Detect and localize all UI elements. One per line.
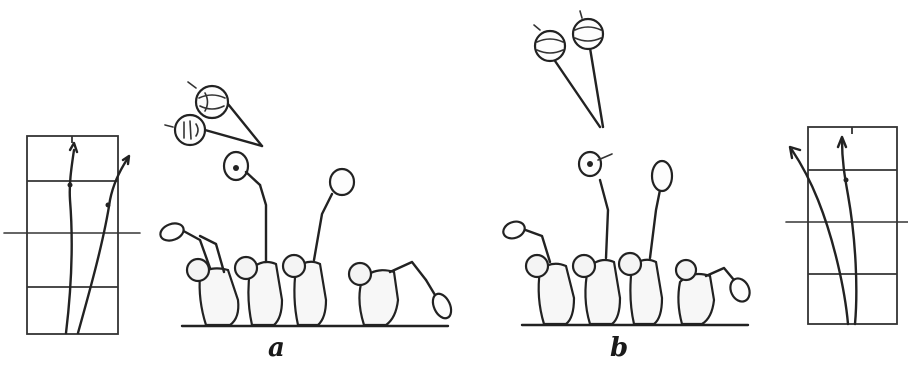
left-path-2	[78, 158, 128, 333]
left-trajectory-grid	[4, 136, 140, 334]
player-b-3	[619, 161, 672, 324]
balls-b	[534, 11, 603, 127]
player-a-1	[158, 220, 238, 325]
balls-a	[165, 82, 262, 146]
player-a-3	[283, 169, 354, 325]
right-path-2	[792, 150, 848, 324]
player-sequence-a	[158, 152, 455, 325]
right-trajectory-grid	[786, 127, 908, 324]
player-sequence-b	[501, 152, 753, 324]
left-path-1	[66, 150, 74, 333]
player-b-4	[676, 260, 753, 324]
caption-label-a: a	[268, 333, 285, 363]
player-b-2	[573, 152, 620, 324]
player-b-1	[501, 219, 574, 324]
player-a-4	[349, 262, 455, 325]
caption-label-b: b	[610, 333, 628, 363]
